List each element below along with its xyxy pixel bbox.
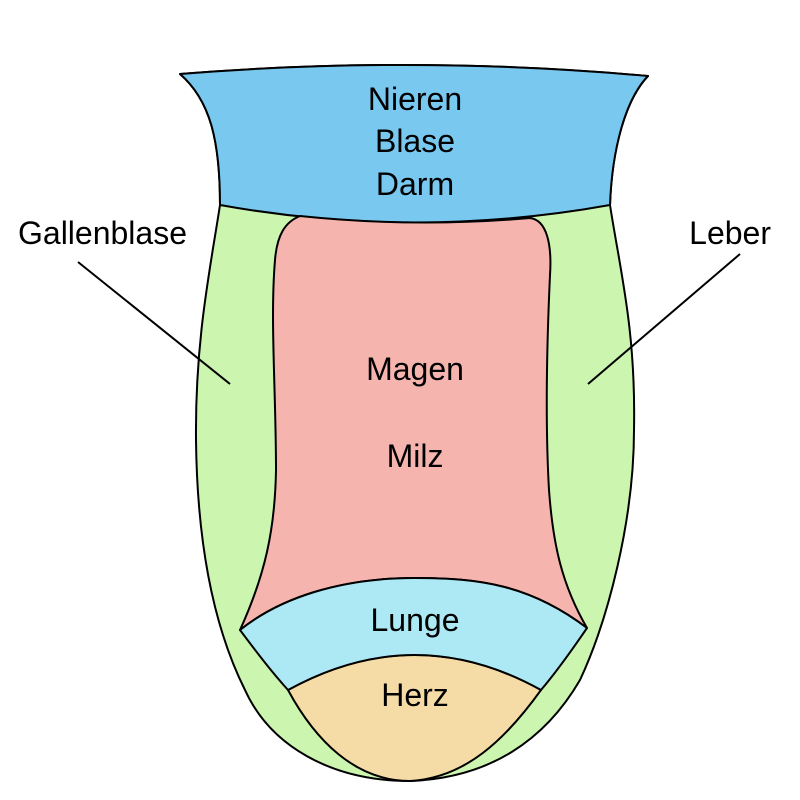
- label-kidney: Nieren: [368, 81, 462, 117]
- label-liver: Leber: [689, 215, 771, 251]
- label-intestine: Darm: [376, 166, 454, 202]
- label-stomach: Magen: [366, 351, 464, 387]
- leader-line-right: [587, 253, 741, 385]
- zone-back-kidney-bladder-intestine: [179, 63, 649, 224]
- label-heart: Herz: [381, 677, 449, 713]
- label-spleen: Milz: [387, 438, 444, 474]
- label-bladder: Blase: [375, 123, 455, 159]
- zone-front-lung: [239, 577, 588, 691]
- label-lung: Lunge: [371, 602, 460, 638]
- zone-center-stomach-spleen: [239, 215, 588, 631]
- label-gallbladder: Gallenblase: [18, 215, 187, 251]
- leader-line-left: [77, 261, 231, 385]
